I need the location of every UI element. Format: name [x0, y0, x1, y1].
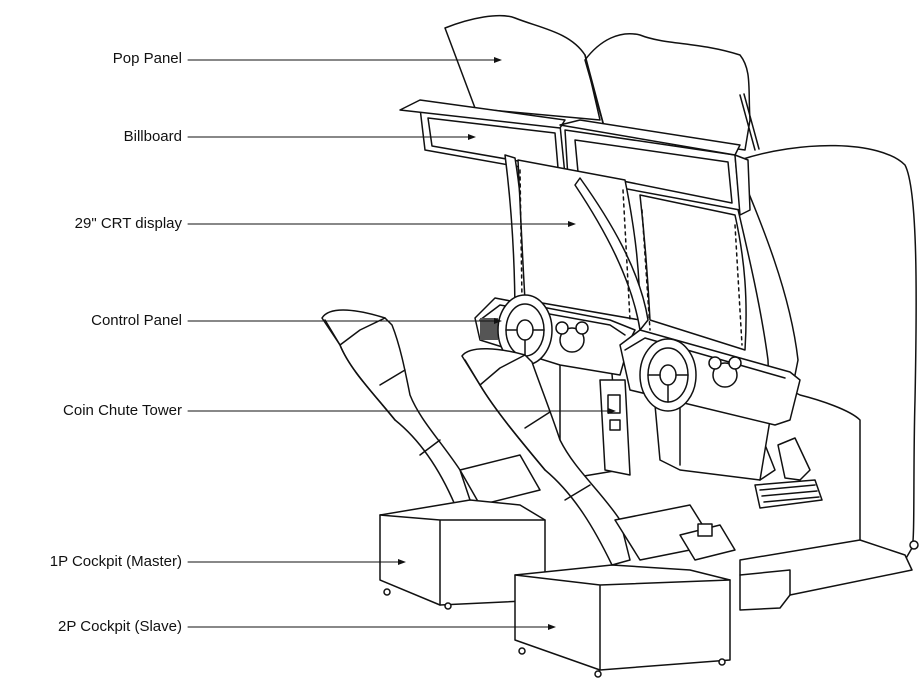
label-cockpit-2p: 2P Cockpit (Slave): [58, 618, 182, 635]
label-pop-panel: Pop Panel: [112, 50, 182, 67]
billboard-drawing: [399, 99, 751, 216]
label-control-panel: Control Panel: [91, 312, 182, 329]
seat-1p: [321, 309, 546, 610]
callout-leaders: [187, 59, 613, 628]
label-coin-chute-tower: Coin Chute Tower: [63, 402, 182, 419]
seat-2p: [461, 348, 736, 678]
steering-wheel-2: [639, 338, 697, 412]
callout-arrowheads: [398, 57, 616, 630]
label-billboard: Billboard: [123, 128, 182, 145]
label-cockpit-1p: 1P Cockpit (Master): [49, 553, 182, 570]
label-crt-display: 29" CRT display: [74, 215, 182, 232]
pop-panel-drawing: [444, 14, 760, 151]
